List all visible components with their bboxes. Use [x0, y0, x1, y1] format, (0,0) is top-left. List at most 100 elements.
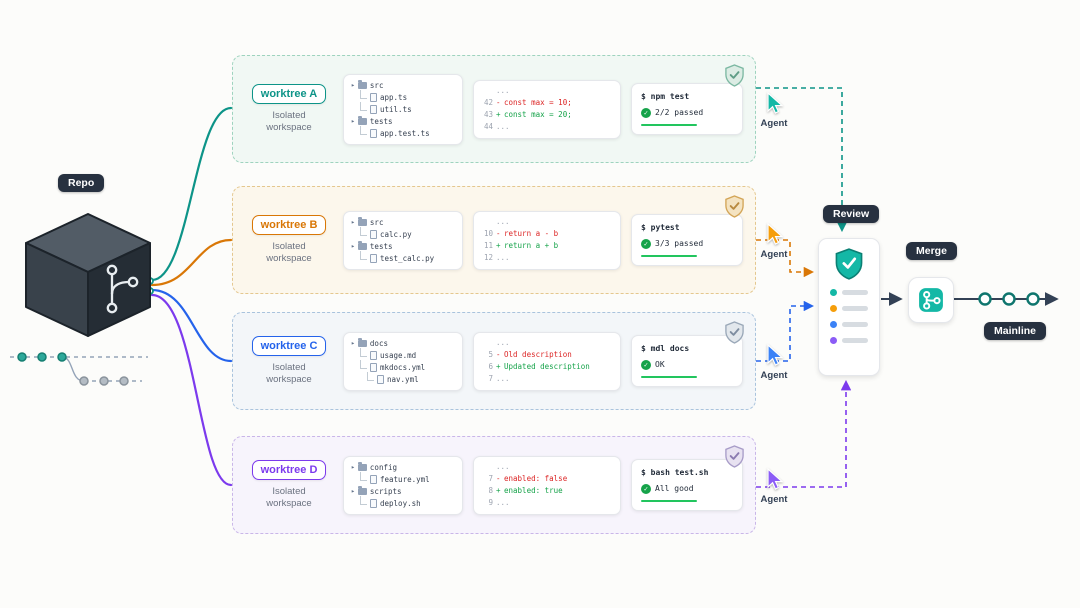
line-number	[482, 218, 493, 226]
result-underline	[641, 123, 697, 127]
line-number: 9	[488, 498, 493, 508]
test-result: OK	[655, 360, 665, 370]
mainline-badge: Mainline	[984, 322, 1047, 340]
diff-line: 44...	[482, 122, 612, 132]
review-badge: Review	[823, 205, 880, 223]
review-item	[830, 321, 868, 328]
file-tree-row[interactable]: util.ts	[351, 101, 455, 114]
tree-line	[367, 371, 374, 381]
check-icon: ✓	[641, 107, 651, 118]
line-number: 11	[483, 241, 493, 250]
file-tree-row[interactable]: usage.md	[351, 347, 455, 360]
file-tree-row[interactable]: ▸src	[351, 79, 455, 90]
diff-sign: -	[496, 228, 501, 238]
line-number: 42	[483, 97, 493, 107]
review-item-bar	[842, 338, 868, 343]
shield-check-icon	[725, 195, 744, 218]
file-icon	[370, 474, 377, 484]
chevron-icon: ▸	[351, 80, 355, 89]
review-card	[818, 238, 880, 376]
worktree-badge: worktree D	[251, 459, 327, 480]
folder-icon	[357, 79, 367, 89]
file-name: util.ts	[380, 104, 412, 114]
file-tree-row[interactable]: ▸tests	[351, 240, 455, 251]
chevron-icon: ▸	[351, 462, 355, 471]
test-result: 3/3 passed	[655, 239, 704, 249]
file-tree-row[interactable]: calc.py	[351, 226, 455, 239]
shield-check-icon	[725, 64, 744, 87]
diff-sign: +	[496, 362, 501, 371]
worktree-lane-b: worktree B Isolated workspace ▸ src calc.…	[232, 186, 787, 294]
file-name: app.ts	[380, 92, 408, 102]
repo-history-graph	[10, 352, 148, 386]
git-branch-icon	[106, 264, 139, 314]
agent-cursor-icon	[767, 343, 784, 366]
folder-icon	[357, 115, 367, 125]
chevron-icon: ▸	[351, 486, 355, 495]
result-underline	[641, 375, 697, 379]
file-tree-row[interactable]: nav.yml	[351, 371, 455, 384]
file-tree-row[interactable]: ▸scripts	[351, 485, 455, 496]
tree-line	[360, 347, 367, 357]
file-icon	[377, 374, 384, 384]
tree-line	[360, 495, 367, 505]
file-name: app.test.ts	[380, 128, 430, 138]
file-name: test_calc.py	[380, 253, 435, 263]
diff-text: ...	[496, 216, 510, 226]
diff-card: ... 5-Old description 6+Updated descript…	[473, 331, 621, 391]
diff-text: enabled: false	[504, 473, 568, 483]
worktree-subtitle: Isolated workspace	[266, 240, 312, 264]
line-number: 7	[488, 374, 493, 384]
diff-sign: +	[496, 110, 501, 119]
diff-line: 7-enabled: false	[482, 473, 612, 483]
chevron-icon: ▸	[351, 217, 355, 226]
folder-name: docs	[369, 338, 388, 348]
file-tree-row[interactable]: ▸docs	[351, 337, 455, 348]
worktree-badge: worktree B	[251, 214, 327, 235]
agent-label: Agent	[760, 248, 788, 260]
worktree-badge: worktree C	[251, 335, 327, 356]
line-number: 6	[488, 362, 493, 371]
folder-icon	[357, 216, 367, 226]
line-number	[482, 339, 493, 347]
agent-label: Agent	[760, 493, 788, 505]
file-icon	[370, 498, 377, 508]
lane-a-dot	[830, 289, 837, 296]
diff-sign: -	[496, 473, 501, 483]
diff-line: 7...	[482, 374, 612, 384]
file-icon	[370, 92, 377, 102]
lane-d-dot	[830, 337, 837, 344]
line-number: 44	[483, 122, 493, 132]
diff-line: 5-Old description	[482, 349, 612, 359]
file-tree-row[interactable]: app.test.ts	[351, 125, 455, 138]
file-tree-row[interactable]: feature.yml	[351, 471, 455, 484]
file-tree-row[interactable]: mkdocs.yml	[351, 359, 455, 372]
folder-name: src	[369, 217, 384, 227]
diff-text: return a + b	[504, 241, 559, 250]
file-name: calc.py	[380, 229, 412, 239]
file-tree-row[interactable]: deploy.sh	[351, 495, 455, 508]
merge-card	[908, 277, 954, 323]
agent-cursor-icon	[767, 467, 784, 490]
diff-line: ...	[482, 216, 612, 226]
agent-label: Agent	[760, 369, 788, 381]
file-tree-row[interactable]: ▸tests	[351, 115, 455, 126]
file-name: mkdocs.yml	[380, 362, 426, 372]
lane-to-review-connectors	[756, 87, 852, 488]
diff-sign: -	[496, 349, 501, 359]
line-number: 12	[483, 253, 493, 263]
terminal-command: $ npm test	[641, 91, 690, 101]
diff-line: ...	[482, 86, 612, 95]
file-tree-row[interactable]: app.ts	[351, 89, 455, 102]
worktree-subtitle: Isolated workspace	[266, 109, 312, 133]
file-tree-row[interactable]: test_calc.py	[351, 250, 455, 263]
file-tree-row[interactable]: ▸ src	[351, 216, 455, 227]
file-tree-row[interactable]: ▸ config	[351, 461, 455, 472]
tree-line	[360, 101, 367, 111]
shield-check-icon	[725, 445, 744, 468]
diff-text: ...	[496, 374, 510, 384]
diff-line: 6+Updated description	[482, 362, 612, 371]
file-name: deploy.sh	[380, 498, 421, 508]
folder-name: config	[369, 462, 398, 472]
